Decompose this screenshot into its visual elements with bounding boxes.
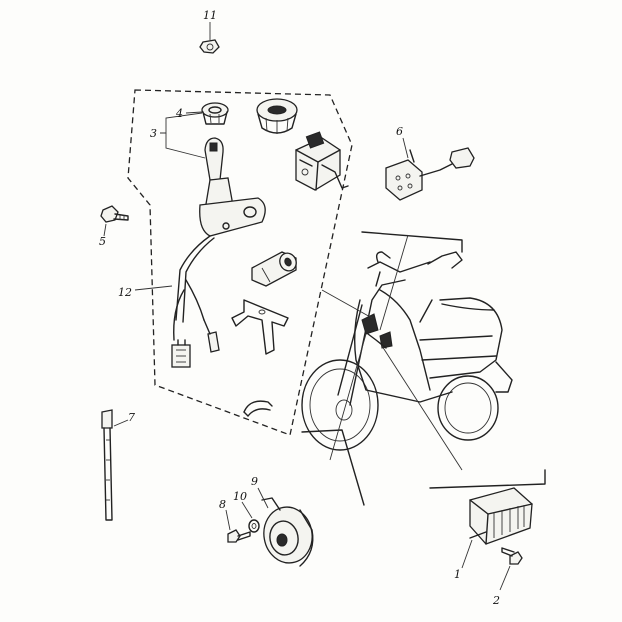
part-1-regulator (469, 487, 533, 545)
scooter-silhouette (301, 251, 513, 451)
section-dividers (301, 231, 546, 506)
part-9-horn (261, 497, 314, 567)
part-5-bolt (100, 205, 129, 237)
leader-lines (321, 234, 463, 471)
seat-lock-cap (256, 98, 298, 134)
seat-lock-mechanism (295, 131, 349, 191)
callout-10: 10 (233, 490, 247, 503)
callout-numbers: 1 2 3 4 5 6 7 8 9 10 11 12 (99, 9, 500, 607)
callout-5: 5 (99, 235, 106, 248)
callout-11: 11 (203, 9, 217, 22)
callout-12: 12 (118, 286, 132, 299)
wire-clip (243, 400, 273, 417)
callout-leaders (113, 111, 511, 591)
part-2-bolt (501, 547, 523, 565)
part-10-washer (248, 519, 260, 533)
part-11-nut (199, 22, 220, 54)
callout-7: 7 (128, 411, 135, 424)
callout-6: 6 (396, 125, 403, 138)
part-12-main-switch (171, 137, 266, 368)
mounting-bracket (231, 299, 289, 355)
part-8-bolt (227, 529, 251, 543)
part-6-relay (385, 147, 475, 201)
callout-9: 9 (251, 475, 258, 488)
callout-4: 4 (175, 107, 183, 120)
part-7-cable-tie (101, 409, 113, 521)
part-4-key-ring (201, 102, 229, 125)
seat-lock-cylinder (251, 251, 297, 287)
callout-8: 8 (219, 498, 226, 511)
callout-3: 3 (150, 127, 157, 140)
callout-1: 1 (454, 568, 461, 581)
callout-2: 2 (492, 594, 500, 607)
ignition-kit-boundary (127, 89, 353, 436)
